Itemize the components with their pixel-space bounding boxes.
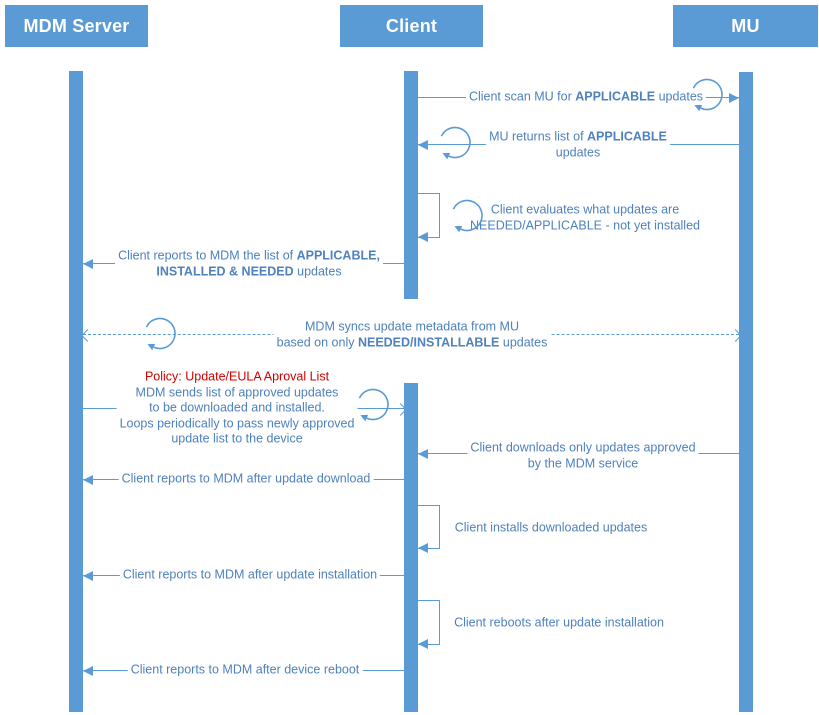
label-text: by the MDM service	[527, 456, 639, 470]
actor-box-mu: MU	[673, 5, 818, 47]
label-text: updates	[499, 335, 548, 349]
label-text: NEEDED/APPLICABLE - not yet installed	[470, 218, 700, 232]
label-text: updates	[293, 264, 342, 278]
lifeline-bar	[404, 383, 418, 712]
label-text: Client downloads only updates approved	[470, 440, 696, 455]
lifeline-bar	[404, 71, 418, 299]
arrowhead-filled-icon	[83, 258, 93, 269]
label-text: MDM sends list of approved updates	[135, 384, 339, 399]
label-text: updates	[655, 89, 704, 104]
label-text: MDM syncs update metadata from MU	[305, 319, 519, 334]
message-label-report-install: Client reports to MDM after update insta…	[119, 567, 381, 583]
label-text: Client reports to MDM after update downl…	[121, 471, 371, 486]
label-text: update list to the device	[171, 431, 303, 446]
label-text: to be downloaded and installed.	[149, 400, 325, 415]
arrowhead-filled-icon	[418, 639, 428, 650]
message-label-client-installs: Client installs downloaded updates	[451, 520, 651, 536]
loop-arrow-icon	[141, 315, 179, 358]
label-text: APPLICABLE	[587, 129, 667, 144]
loop-arrow-icon	[436, 124, 474, 167]
label-text: Client reports to MDM after device reboo…	[130, 662, 360, 677]
lifeline-bar	[739, 72, 753, 712]
label-text: APPLICABLE	[575, 89, 656, 104]
arrowhead-open-icon	[81, 328, 94, 342]
label-text: updates	[555, 145, 601, 159]
label-text: INSTALLED & NEEDED	[156, 264, 294, 278]
label-text: APPLICABLE,	[296, 248, 380, 263]
arrowhead-filled-icon	[83, 570, 93, 581]
self-message-loop-client-evaluates	[418, 193, 440, 238]
arrowhead-filled-icon	[83, 665, 93, 676]
message-label-report-list: Client reports to MDM the list of APPLIC…	[115, 248, 383, 280]
arrowhead-filled-icon	[418, 543, 428, 554]
label-text: Client scan MU for	[468, 89, 576, 104]
self-message-loop-client-reboots	[418, 600, 440, 645]
arrowhead-filled-icon	[729, 92, 739, 103]
message-label-report-reboot: Client reports to MDM after device reboo…	[127, 662, 363, 678]
message-label-scan-mu: Client scan MU for APPLICABLE updates	[465, 89, 707, 105]
label-text: MU returns list of	[489, 129, 588, 144]
actor-box-mdm-server: MDM Server	[5, 5, 148, 47]
arrowhead-filled-icon	[418, 232, 428, 243]
arrowhead-filled-icon	[418, 139, 428, 150]
label-text: Client installs downloaded updates	[454, 520, 648, 535]
actor-box-client: Client	[340, 5, 483, 47]
arrowhead-filled-icon	[418, 448, 428, 459]
self-message-loop-client-installs	[418, 505, 440, 549]
arrowhead-filled-icon	[83, 474, 93, 485]
message-label-client-reboots: Client reboots after update installation	[451, 615, 667, 631]
loop-arrow-icon	[354, 386, 392, 429]
label-text: Client reboots after update installation	[454, 615, 664, 630]
label-text: Client reports to MDM after update insta…	[122, 567, 378, 582]
label-text: Loops periodically to pass newly approve…	[119, 415, 355, 430]
label-text: Client reports to MDM the list of	[118, 248, 297, 263]
label-text: NEEDED/INSTALLABLE	[357, 335, 500, 349]
message-label-report-download: Client reports to MDM after update downl…	[118, 471, 374, 487]
label-text: Client evaluates what updates are	[490, 202, 680, 217]
label-text: Policy: Update/EULA Aproval List	[144, 369, 330, 384]
label-text: based on only	[276, 335, 358, 349]
lifeline-bar	[69, 71, 83, 712]
